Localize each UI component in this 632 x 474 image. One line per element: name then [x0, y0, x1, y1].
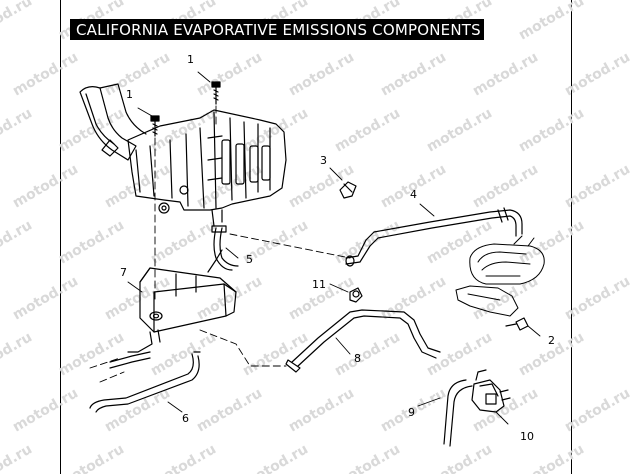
callout-11: 11 — [312, 278, 326, 291]
engine-intake-area — [455, 235, 545, 317]
watermark-text: motod.ru — [424, 217, 495, 267]
callout-2: 2 — [548, 334, 555, 347]
watermark-text: motod.ru — [240, 441, 311, 474]
fitting-2 — [505, 317, 529, 331]
watermark-text: motod.ru — [516, 441, 587, 474]
callout-labels: 1 1 2 3 4 5 6 7 8 9 10 11 — [120, 53, 555, 443]
screw-right — [211, 81, 221, 105]
watermark-text: motod.ru — [378, 273, 449, 323]
watermark-text: motod.ru — [332, 329, 403, 379]
canister-bracket — [79, 83, 287, 227]
watermark-text: motod.ru — [424, 105, 495, 155]
hose-clip-3 — [339, 181, 357, 199]
watermark-text: motod.ru — [378, 49, 449, 99]
watermark-text: motod.ru — [0, 329, 35, 379]
vapor-tube-4 — [345, 207, 523, 267]
watermark-text: motod.ru — [0, 0, 35, 43]
left-frame-line — [60, 0, 61, 474]
callout-6: 6 — [182, 412, 189, 425]
watermark-text: motod.ru — [562, 161, 632, 211]
watermark-text: motod.ru — [10, 385, 81, 435]
leader-lines — [127, 71, 541, 425]
assembly-guide-lines — [89, 105, 351, 383]
watermark-text: motod.ru — [516, 105, 587, 155]
watermark-text: motod.ru — [424, 441, 495, 474]
watermark-text: motod.ru — [378, 161, 449, 211]
callout-9: 9 — [408, 406, 415, 419]
callout-4: 4 — [410, 188, 417, 201]
watermark-text: motod.ru — [0, 217, 35, 267]
callout-1-right: 1 — [187, 53, 194, 66]
diagram-title: CALIFORNIA EVAPORATIVE EMISSIONS COMPONE… — [76, 21, 481, 39]
purge-valve-10 — [471, 369, 511, 413]
watermark-text: motod.ru — [332, 105, 403, 155]
hose-5 — [211, 225, 239, 271]
watermark-text: motod.ru — [424, 329, 495, 379]
callout-8: 8 — [354, 352, 361, 365]
watermark-text: motod.ru — [240, 105, 311, 155]
watermark-text: motod.ru — [148, 217, 219, 267]
watermark-text: motod.ru — [516, 217, 587, 267]
watermark-text: motod.ru — [194, 273, 265, 323]
watermark-text: motod.ru — [10, 161, 81, 211]
watermark-text: motod.ru — [10, 49, 81, 99]
watermark-text: motod.ru — [56, 217, 127, 267]
callout-10: 10 — [520, 430, 534, 443]
screw-left — [150, 115, 160, 137]
watermark-text: motod.ru — [470, 49, 541, 99]
watermark-text: motod.ru — [0, 441, 35, 474]
watermark-text: motod.ru — [102, 385, 173, 435]
watermark-text: motod.ru — [56, 105, 127, 155]
hose-clip-11 — [349, 287, 363, 303]
watermark-text: motod.ru — [56, 441, 127, 474]
watermark-text: motod.ru — [470, 161, 541, 211]
hose-6 — [89, 351, 201, 413]
watermark-text: motod.ru — [562, 273, 632, 323]
watermark-text: motod.ru — [332, 217, 403, 267]
watermark-text: motod.ru — [0, 105, 35, 155]
watermark-text: motod.ru — [148, 441, 219, 474]
watermark-text: motod.ru — [332, 441, 403, 474]
callout-5: 5 — [246, 253, 253, 266]
charcoal-canister — [127, 249, 237, 353]
hose-9 — [443, 379, 473, 447]
watermark-text: motod.ru — [194, 49, 265, 99]
watermark-text: motod.ru — [516, 0, 587, 43]
watermark-text: motod.ru — [102, 49, 173, 99]
right-frame-line — [571, 0, 572, 474]
watermark-text: motod.ru — [286, 385, 357, 435]
callout-1-left: 1 — [126, 88, 133, 101]
watermark-text: motod.ru — [286, 49, 357, 99]
callout-7: 7 — [120, 266, 127, 279]
diagram-title-bar: CALIFORNIA EVAPORATIVE EMISSIONS COMPONE… — [70, 19, 484, 40]
watermark-text: motod.ru — [562, 385, 632, 435]
watermark-text: motod.ru — [562, 49, 632, 99]
watermark-text: motod.ru — [10, 273, 81, 323]
watermark-text: motod.ru — [56, 329, 127, 379]
watermark-text: motod.ru — [194, 385, 265, 435]
callout-3: 3 — [320, 154, 327, 167]
hose-8 — [285, 309, 441, 373]
